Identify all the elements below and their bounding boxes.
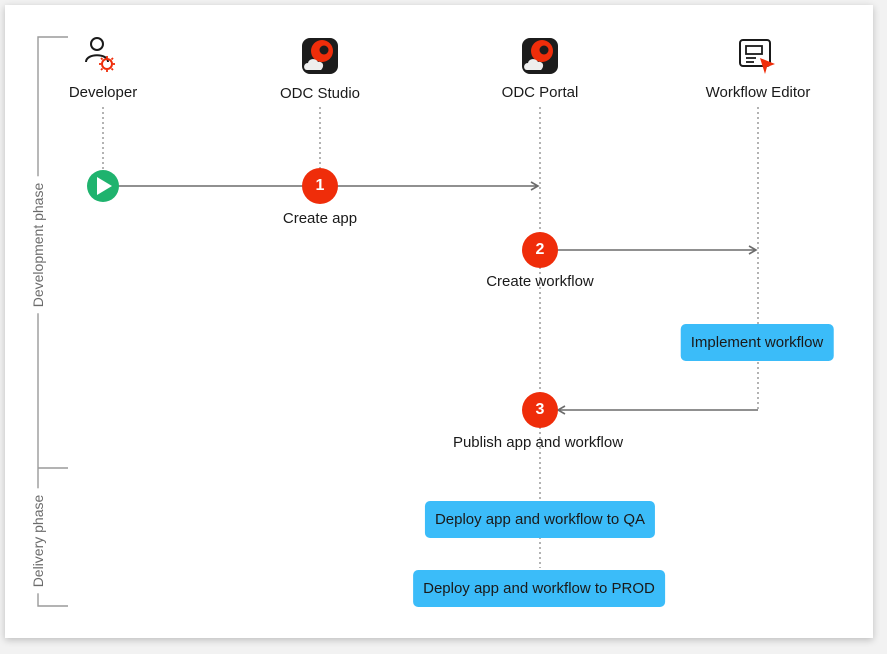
step-1-badge: 1 xyxy=(302,168,338,204)
actor-odc-studio-label: ODC Studio xyxy=(279,85,361,102)
phase-bracket xyxy=(37,36,68,607)
actor-odc-portal-label: ODC Portal xyxy=(501,84,579,101)
task-implement-workflow: Implement workflow xyxy=(680,324,834,361)
start-play-icon xyxy=(87,170,119,202)
step-2-label: Create workflow xyxy=(486,273,594,290)
step-1-label: Create app xyxy=(282,210,358,227)
task-deploy-qa: Deploy app and workflow to QA xyxy=(424,501,656,538)
step-3-badge: 3 xyxy=(522,392,558,428)
step-2-badge: 2 xyxy=(522,232,558,268)
task-deploy-prod: Deploy app and workflow to PROD xyxy=(413,570,665,607)
odc-portal-icon xyxy=(522,38,558,74)
actor-workflow-editor-label: Workflow Editor xyxy=(705,84,811,101)
developer-icon xyxy=(85,37,115,72)
odc-studio-icon xyxy=(302,38,338,74)
step-3-label: Publish app and workflow xyxy=(452,434,624,451)
actor-developer-label: Developer xyxy=(68,84,138,101)
workflow-editor-icon xyxy=(739,39,775,74)
